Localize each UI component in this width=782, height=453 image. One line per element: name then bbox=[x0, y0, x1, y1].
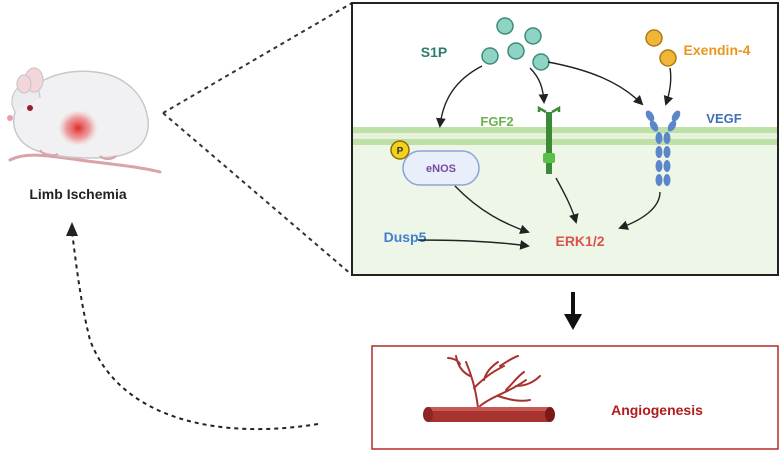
enos-node bbox=[402, 150, 480, 186]
arrow-s1p-fgf2 bbox=[529, 67, 549, 104]
s1p-molecules bbox=[481, 17, 550, 71]
arrow-exendin-vegf bbox=[663, 67, 674, 106]
mouse-tail bbox=[8, 153, 162, 174]
erk-label: ERK1/2 bbox=[555, 233, 604, 249]
dusp5-label: Dusp5 bbox=[384, 229, 427, 245]
arrow-dusp5-erk bbox=[417, 239, 530, 250]
fgf2-label: FGF2 bbox=[480, 114, 513, 129]
arrow-s1p-vegf bbox=[547, 61, 644, 106]
ischemia-spot bbox=[58, 110, 98, 146]
arrow-enos-erk bbox=[454, 185, 530, 235]
arrow-s1p-enos bbox=[436, 65, 483, 128]
vegf-label: VEGF bbox=[706, 111, 741, 126]
mouse-eye bbox=[27, 105, 33, 111]
down-arrow bbox=[564, 292, 582, 330]
feedback-arrow bbox=[71, 231, 319, 431]
feedback-arrow-head bbox=[66, 222, 78, 236]
s1p-label: S1P bbox=[421, 44, 447, 60]
zoom-line-top bbox=[162, 2, 353, 114]
angiogenesis-label: Angiogenesis bbox=[611, 402, 703, 418]
membrane-inner bbox=[353, 139, 777, 145]
vegf-receptor bbox=[645, 110, 681, 186]
angiogenesis-box bbox=[371, 345, 779, 450]
phosphate-icon bbox=[390, 140, 410, 160]
limb-ischemia-label: Limb Ischemia bbox=[29, 186, 126, 202]
zoom-line-bottom bbox=[162, 112, 353, 276]
fgf2-receptor bbox=[537, 105, 561, 174]
exendin4-molecules bbox=[645, 29, 677, 67]
arrow-vegf-erk bbox=[618, 191, 661, 230]
pathway-arrows bbox=[417, 61, 674, 250]
exendin4-label: Exendin-4 bbox=[684, 42, 751, 58]
phosphate-label: P bbox=[397, 146, 404, 157]
mouse-illustration bbox=[7, 67, 162, 174]
vessel-icon bbox=[423, 355, 555, 422]
arrow-fgf2-erk bbox=[555, 177, 579, 224]
membrane-outer bbox=[353, 127, 777, 133]
enos-label: eNOS bbox=[426, 163, 456, 175]
